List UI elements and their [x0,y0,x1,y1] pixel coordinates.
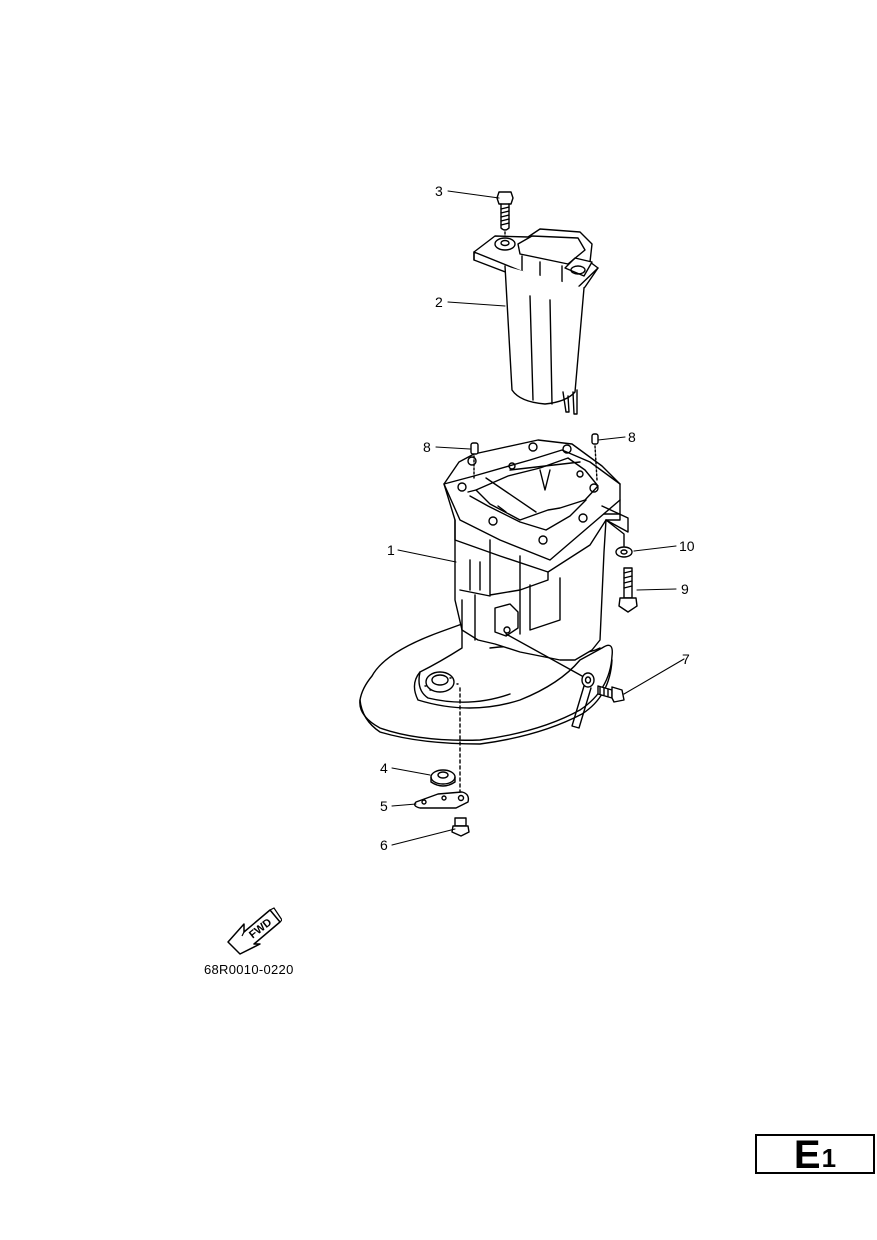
callout-3: 3 [435,183,443,199]
callout-8-left: 8 [423,439,431,455]
exhaust-guide-2-drawing [473,228,599,415]
bolt-9-drawing [618,567,638,613]
diagram-part-code: 68R0010-0220 [204,962,294,977]
callout-2: 2 [435,294,443,310]
washer-10-drawing [605,519,633,558]
section-page-badge: E1 [755,1133,875,1177]
screw-7-drawing [571,672,625,729]
callout-1: 1 [387,542,395,558]
plate-5-drawing [413,791,470,809]
section-number: 1 [821,1143,837,1173]
callout-10: 10 [679,538,695,554]
leader-lines [391,190,685,846]
callout-8-right: 8 [628,429,636,445]
callout-4: 4 [380,760,388,776]
section-letter: E [793,1133,821,1177]
nut-6-drawing [451,817,470,837]
callout-9: 9 [681,581,689,597]
dowel-pin-8-right-drawing [591,433,599,481]
upper-casing-1-drawing [359,439,629,745]
callout-7: 7 [682,651,690,667]
bolt-3-drawing [496,191,514,241]
callout-6: 6 [380,837,388,853]
grommet-4-drawing [430,769,456,787]
forward-arrow-icon: FWD [227,907,282,955]
callout-5: 5 [380,798,388,814]
dowel-pin-8-left-drawing [470,442,479,481]
